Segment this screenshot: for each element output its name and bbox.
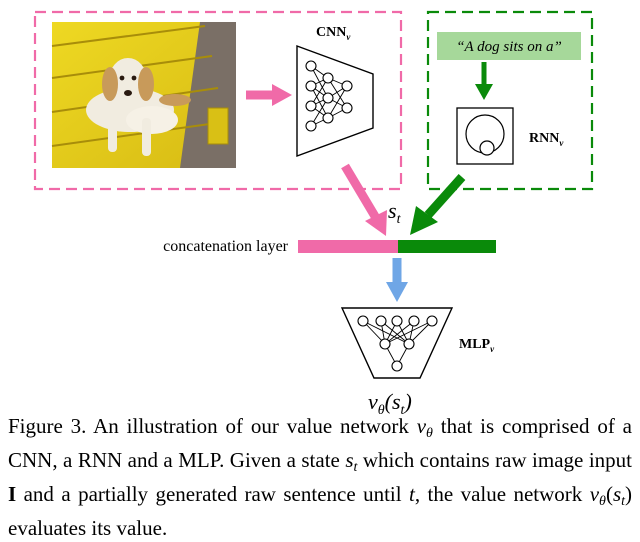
rnn-block — [456, 107, 514, 165]
sentence-input-text: “A dog sits on a” — [456, 39, 562, 55]
dog-photo — [51, 22, 236, 168]
caption-text-4: and a partially generated raw sentence u… — [23, 482, 402, 506]
blue-arrow-concat-to-mlp — [386, 258, 408, 302]
caption-sym-v2: v — [589, 482, 600, 506]
caption-text-2: that is comprised of a CNN, a RNN and a … — [8, 414, 633, 472]
caption-sym-theta: θ — [426, 426, 433, 441]
concat-layer-label: concatenation layer — [163, 238, 288, 255]
sentence-input-box — [437, 32, 581, 60]
cnn-block — [296, 44, 374, 158]
caption-text-6: evaluates its value. — [8, 516, 168, 540]
concat-green-segment — [398, 240, 496, 253]
mlp-label: MLPv — [459, 337, 495, 354]
caption-sym-close: ) — [625, 482, 633, 506]
pink-arrow-image-to-cnn — [246, 84, 292, 106]
caption-text-1: An illustration of our value network — [93, 414, 409, 438]
caption-sym-s: s — [345, 448, 354, 472]
state-label: st — [388, 198, 402, 227]
caption-sym-theta2: θ — [599, 494, 606, 509]
pink-arrow-cnn-to-concat — [341, 163, 387, 236]
figure-label: Figure 3. — [8, 414, 87, 438]
caption-sym-t: t — [353, 460, 358, 475]
concat-pink-segment — [298, 240, 398, 253]
caption-text-5: , the value network — [414, 482, 583, 506]
green-arrow-rnn-to-concat — [410, 173, 466, 235]
caption-sym-I: I — [8, 482, 17, 506]
figure-caption: Figure 3. An illustration of our value n… — [8, 413, 632, 542]
caption-sym-open: ( — [605, 482, 613, 506]
rnn-label: RNNv — [529, 131, 564, 148]
caption-sym-v: v — [416, 414, 427, 438]
value-output-label: vθ(st) — [368, 389, 412, 418]
caption-sym-t3: t — [621, 494, 626, 509]
cnn-label: CNNv — [316, 25, 351, 42]
mlp-block — [340, 307, 454, 379]
caption-text-3: which contains raw image input — [362, 448, 633, 472]
green-arrow-sentence-to-rnn — [475, 62, 493, 100]
value-network-diagram: CNNv “A dog sits on a” RNNv st concatena… — [33, 10, 594, 418]
caption-sym-t2: t — [409, 482, 415, 506]
caption-sym-s2: s — [612, 482, 622, 506]
